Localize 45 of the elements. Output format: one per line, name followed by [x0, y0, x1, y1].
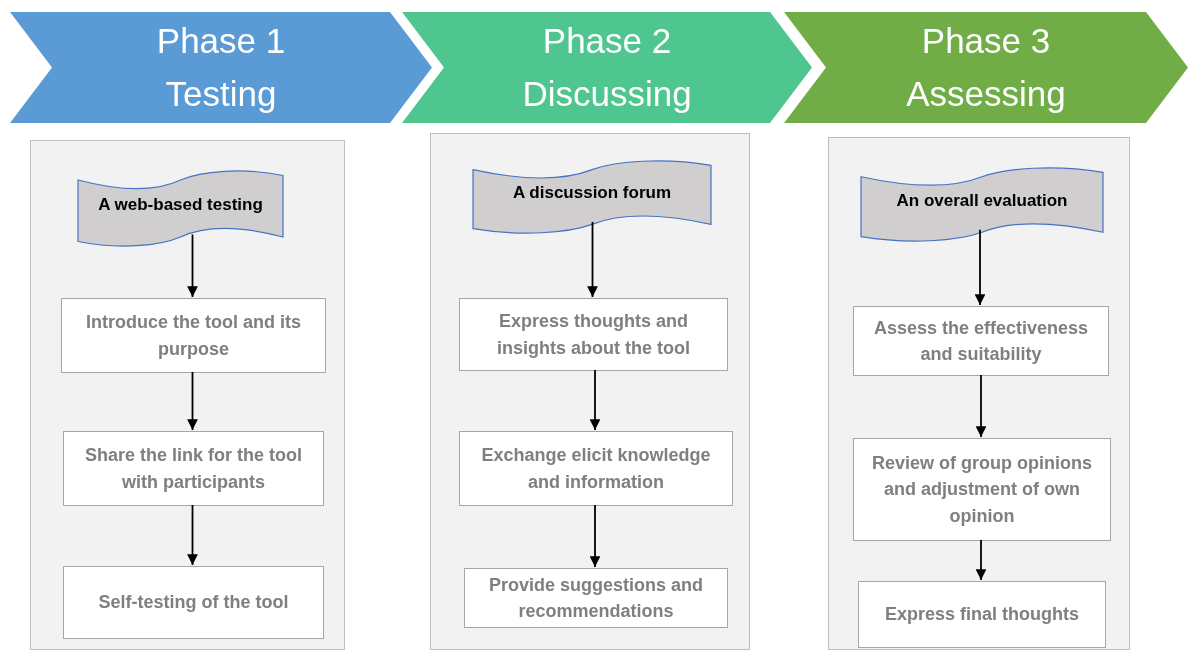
- arrow: [975, 374, 987, 438]
- step-box: [464, 568, 728, 628]
- arrow: [187, 504, 198, 566]
- phase-name: Testing: [165, 72, 277, 115]
- step-box: [853, 306, 1109, 376]
- phase-banner: [402, 12, 812, 123]
- step-text: Introduce the tool and its purpose: [85, 311, 302, 361]
- arrow: [589, 369, 601, 431]
- arrow: [975, 539, 987, 581]
- phase-number: Phase 2: [542, 20, 672, 62]
- step-box: [853, 438, 1111, 541]
- step-text: Exchange elicit knowledge and information: [480, 444, 712, 494]
- step-text: Share the link for the tool with participants: [84, 444, 303, 494]
- arrow: [187, 233, 198, 298]
- step-text: Self-testing of the tool: [98, 591, 289, 615]
- step-box: [61, 298, 326, 373]
- step-box: [459, 298, 728, 371]
- arrow: [187, 371, 198, 431]
- banner-shape: [473, 161, 711, 233]
- step-text: Assess the effectiveness and suitability: [872, 316, 1090, 366]
- arrow: [974, 228, 986, 306]
- phase-name: Discussing: [522, 72, 692, 115]
- banner-shape: [78, 171, 283, 246]
- arrow: [587, 221, 598, 298]
- step-box: [63, 566, 324, 639]
- step-text: Express thoughts and insights about the tool: [496, 310, 691, 360]
- step-text: Review of group opinions and adjustment of own opinion: [871, 452, 1093, 528]
- step-box: [858, 581, 1106, 648]
- phase-number: Phase 3: [921, 20, 1051, 62]
- banner-title: An overall evaluation: [896, 190, 1068, 212]
- step-text: Provide suggestions and recommendations: [487, 573, 704, 623]
- panel-background: [828, 137, 1130, 650]
- phase-number: Phase 1: [156, 20, 286, 62]
- step-text: Express final thoughts: [885, 603, 1079, 627]
- banner-title: A discussion forum: [512, 183, 672, 204]
- banner-title: A web-based testing: [98, 194, 263, 216]
- step-box: [63, 431, 324, 506]
- panel-background: [30, 140, 345, 650]
- step-box: [459, 431, 733, 506]
- panel-background: [430, 133, 750, 650]
- phase-banner: [10, 12, 432, 123]
- arrow: [589, 504, 601, 568]
- phase-name: Assessing: [906, 72, 1066, 115]
- phase-banner: [784, 12, 1188, 123]
- banner-shape: [861, 168, 1103, 241]
